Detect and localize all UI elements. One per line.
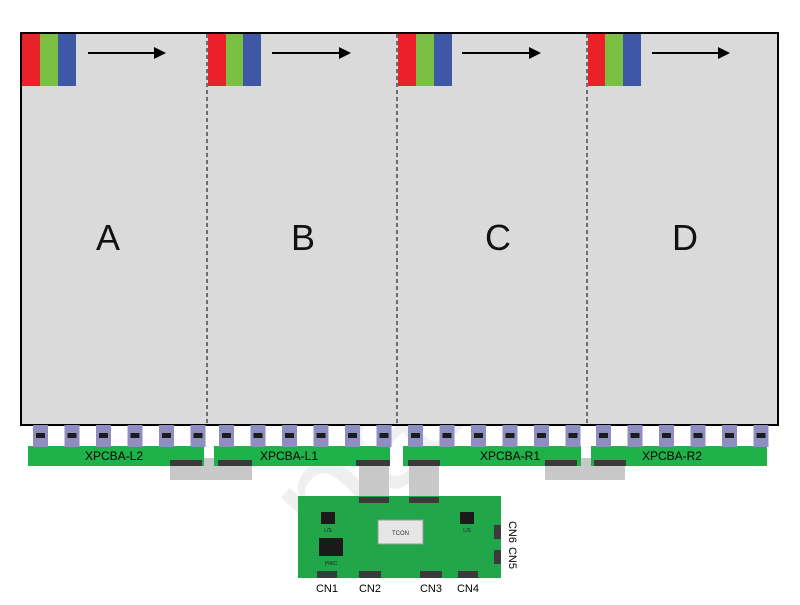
label-cn2: CN2 [359,583,381,595]
pcb-label-r2: XPCBA-R2 [642,449,702,463]
connector-cn5 [494,550,501,564]
cof-driver-ic [193,433,203,438]
cof-driver-ic [662,433,671,438]
red-stripe [398,34,416,86]
pcb-label-r1: XPCBA-R1 [480,449,540,463]
pcb-label-l2: XPCBA-L2 [85,449,143,463]
cof-driver-ic [36,433,45,438]
label-cn3: CN3 [420,583,442,595]
pmic-chip [319,538,343,556]
connector-block [218,460,252,466]
cof-driver-ic [599,433,608,438]
segment-c-header [398,34,541,86]
blue-stripe [623,34,641,86]
blue-stripe [243,34,261,86]
pcb-connectors [170,460,626,466]
red-stripe [208,34,226,86]
label-cn5: CN5 [506,547,518,569]
cof-driver-ic [693,433,703,438]
connector-cn6 [494,525,501,539]
segment-d-header [588,34,730,86]
pcb-label-l1: XPCBA-L1 [260,449,318,463]
cof-driver-ic [222,433,231,438]
segment-label-b: B [291,217,315,258]
cof-driver-ic [537,433,546,438]
tcon-input-connector-r1 [409,497,439,503]
cof-tabs [33,425,769,447]
cof-driver-ic [474,433,483,438]
cof-driver-ic [130,433,140,438]
ls-chip-right [460,512,474,524]
blue-stripe [434,34,452,86]
green-stripe [40,34,58,86]
cof-driver-ic [316,433,326,438]
cof-driver-ic [411,433,420,438]
source-pcbs: XPCBA-L2 XPCBA-L1 XPCBA-R1 XPCBA-R2 [28,446,767,466]
pcb-xpcba-l1 [214,446,390,466]
label-cn1: CN1 [316,583,338,595]
label-cn4: CN4 [457,583,479,595]
segment-a-header [22,34,166,86]
ls-chip-left [321,512,335,524]
connector-cn3 [420,571,442,578]
arrowhead-icon [339,47,351,59]
tcon-board: TCON L/S PMIC L/S CN1 CN2 CN3 CN4 CN6 CN… [298,496,518,595]
cof-driver-ic [162,433,171,438]
green-stripe [226,34,243,86]
pcb-xpcba-r2 [591,446,767,466]
segment-label-c: C [485,217,511,258]
cof-driver-ic [756,433,766,438]
segment-label-d: D [672,217,698,258]
connector-block [356,460,390,466]
connector-cn1 [317,571,337,578]
cof-driver-ic [379,433,389,438]
ls-chip-right-label: L/S [463,528,471,534]
cof-driver-ic [348,433,357,438]
blue-stripe [58,34,76,86]
ls-chip-left-label: L/S [324,528,332,534]
connector-block [545,460,577,466]
red-stripe [22,34,40,86]
pmic-chip-label: PMIC [325,561,338,567]
connector-block [594,460,626,466]
connector-block [408,460,440,466]
cof-driver-ic [630,433,640,438]
pcb-xpcba-l2 [28,446,204,466]
connector-cn4 [458,571,478,578]
arrowhead-icon [529,47,541,59]
pcb-xpcba-r1 [403,446,581,466]
green-stripe [416,34,434,86]
tcon-chip [377,519,424,545]
cof-driver-ic [99,433,108,438]
cof-driver-ic [725,433,734,438]
display-panel: A B C D [20,32,779,426]
tcon-input-connector-l1 [359,497,389,503]
cof-driver-ic [568,433,578,438]
label-cn6: CN6 [506,521,518,543]
arrowhead-icon [154,47,166,59]
connector-block [170,460,202,466]
cof-driver-ic [253,433,263,438]
segment-label-a: A [96,217,120,258]
cof-driver-ic [505,433,515,438]
arrowhead-icon [718,47,730,59]
panel-body [20,32,779,426]
green-stripe [605,34,623,86]
segment-b-header [208,34,351,86]
cof-driver-ic [285,433,294,438]
cof-driver-ic [442,433,452,438]
cof-driver-ic [67,433,77,438]
red-stripe [588,34,605,86]
tcon-chip-label: TCON [392,531,409,537]
connector-cn2 [359,571,381,578]
